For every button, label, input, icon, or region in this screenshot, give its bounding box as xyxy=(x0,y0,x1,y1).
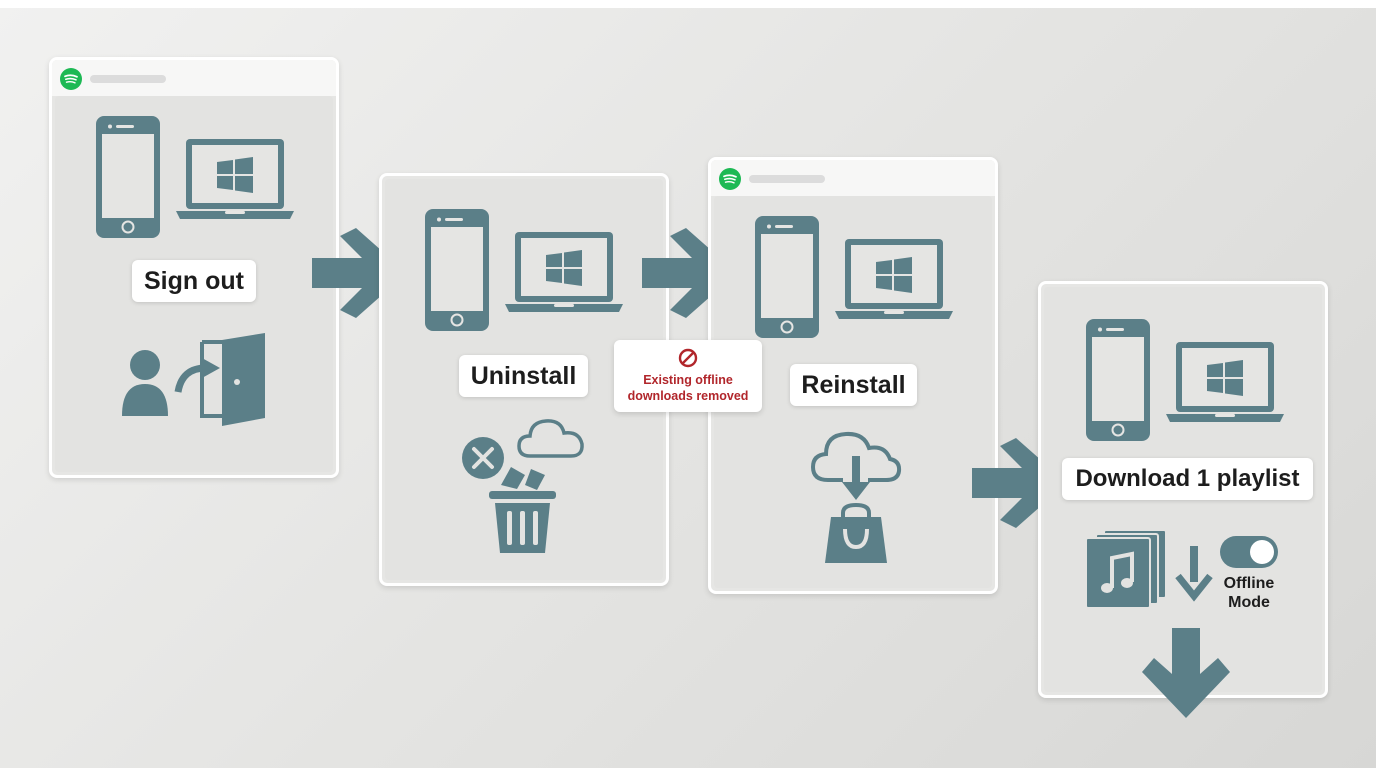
shopping-bag-icon xyxy=(825,502,887,563)
title-placeholder xyxy=(749,175,825,183)
offline-mode-label: Offline Mode xyxy=(1210,574,1288,612)
cloud-icon xyxy=(517,419,584,458)
window-titlebar xyxy=(711,160,995,196)
offline-mode-line-1: Offline xyxy=(1223,575,1275,592)
offline-mode-line-2: Mode xyxy=(1228,594,1270,611)
warning-line-2: downloads removed xyxy=(627,389,749,403)
warning-text: Existing offline downloads removed xyxy=(614,372,762,404)
step-label-sign-out: Sign out xyxy=(132,260,256,302)
windows-laptop-icon xyxy=(835,239,953,319)
no-entry-icon xyxy=(678,348,698,368)
close-circle-icon xyxy=(462,437,504,479)
top-edge xyxy=(0,0,1376,8)
title-placeholder xyxy=(90,75,166,83)
down-arrow-icon xyxy=(1175,546,1213,602)
warning-line-1: Existing offline xyxy=(643,373,733,387)
cloud-download-icon xyxy=(810,431,902,500)
windows-laptop-icon xyxy=(505,232,623,312)
user-exit-door-icon xyxy=(122,333,265,426)
spotify-logo-icon xyxy=(719,168,741,190)
smartphone-icon xyxy=(755,216,819,338)
step-label-download: Download 1 playlist xyxy=(1062,458,1313,500)
smartphone-icon xyxy=(1086,319,1150,441)
window-titlebar xyxy=(52,60,336,96)
warning-callout: Existing offline downloads removed xyxy=(614,340,762,412)
smartphone-icon xyxy=(96,116,160,238)
smartphone-icon xyxy=(425,209,489,331)
toggle-switch-icon[interactable] xyxy=(1220,536,1278,568)
trash-icon xyxy=(489,467,556,553)
step-label-reinstall: Reinstall xyxy=(790,364,917,406)
windows-laptop-icon xyxy=(176,139,294,219)
step-label-uninstall: Uninstall xyxy=(459,355,588,397)
spotify-logo-icon xyxy=(60,68,82,90)
down-arrow-icon xyxy=(1142,628,1230,718)
windows-laptop-icon xyxy=(1166,342,1284,422)
music-albums-icon xyxy=(1085,529,1167,609)
